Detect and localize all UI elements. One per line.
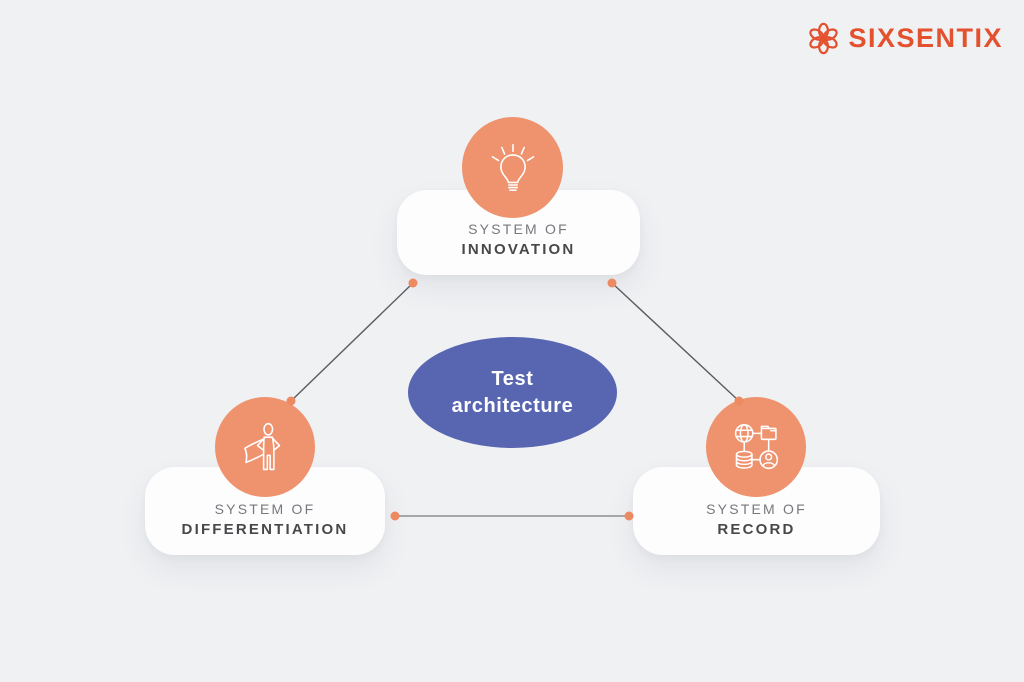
- innovation-icon-badge: [462, 117, 563, 218]
- flower-icon: [809, 22, 839, 55]
- differentiation-icon-badge: [215, 397, 315, 497]
- connector-dot: [408, 278, 418, 288]
- brand-name: SIXSENTIX: [848, 23, 1003, 53]
- node-label-prefix: SYSTEM OF: [706, 501, 807, 517]
- test-architecture-ellipse: Test architecture: [408, 337, 617, 448]
- connector-innovation-record: [611, 282, 740, 402]
- node-differentiation: SYSTEM OF DIFFERENTIATION: [145, 467, 385, 555]
- superhero-icon: [244, 422, 281, 471]
- brand-logo: SIXSENTIX: [807, 22, 1003, 55]
- connector-innovation-differentiation: [290, 282, 414, 402]
- lightbulb-icon: [491, 143, 534, 191]
- node-label-name: DIFFERENTIATION: [181, 521, 349, 538]
- data-network-icon: [734, 424, 779, 470]
- node-label-prefix: SYSTEM OF: [214, 501, 316, 517]
- node-label-prefix: SYSTEM OF: [468, 221, 569, 237]
- connector-dot: [390, 511, 400, 521]
- node-label-name: INNOVATION: [461, 241, 576, 258]
- node-label-name: RECORD: [717, 521, 796, 538]
- test-architecture-label: Test architecture: [451, 367, 574, 417]
- record-icon-badge: [706, 397, 806, 497]
- connector-dot: [607, 278, 617, 288]
